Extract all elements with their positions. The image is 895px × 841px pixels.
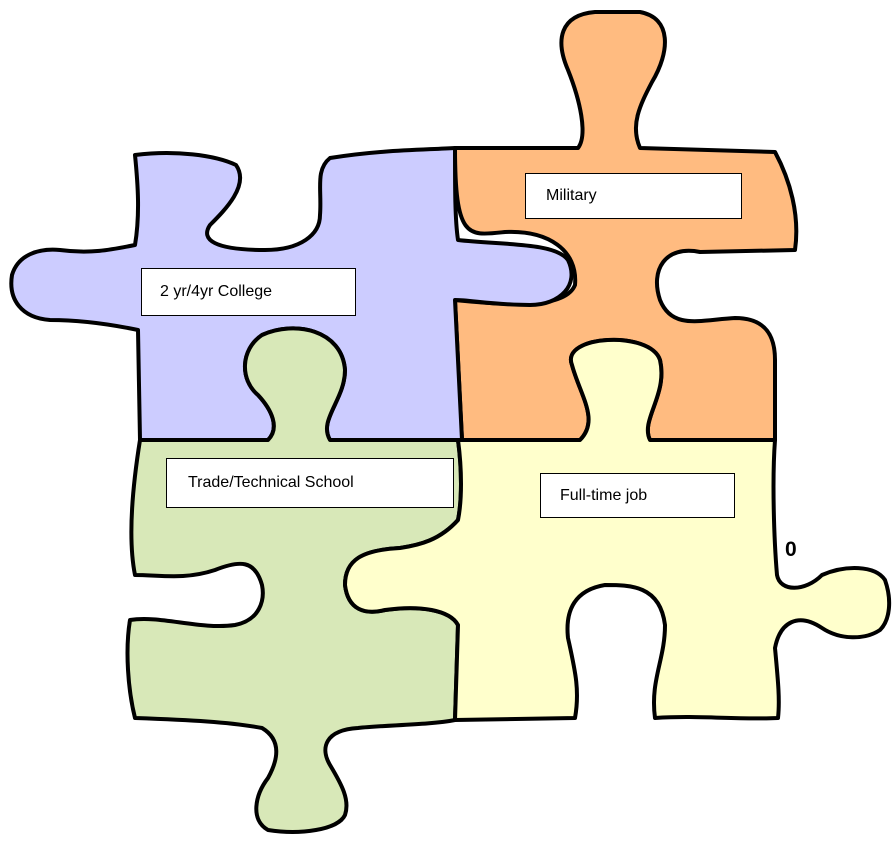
label-college-text: 2 yr/4yr College bbox=[160, 283, 273, 300]
label-college: 2 yr/4yr College bbox=[141, 268, 356, 316]
puzzle-piece-trade bbox=[125, 326, 463, 834]
puzzle-piece-job bbox=[343, 337, 892, 722]
label-trade: Trade/Technical School bbox=[166, 458, 454, 508]
label-trade-text: Trade/Technical School bbox=[188, 474, 354, 491]
label-military-text: Military bbox=[546, 187, 597, 204]
corner-number: 0 bbox=[785, 538, 797, 561]
label-job-text: Full-time job bbox=[560, 486, 648, 504]
label-job: Full-time job bbox=[540, 473, 735, 518]
label-military: Military bbox=[525, 173, 742, 219]
